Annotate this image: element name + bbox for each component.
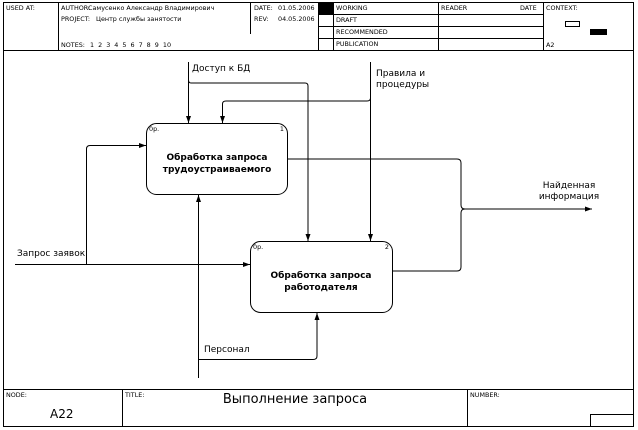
activity-box-1-border [146, 123, 288, 195]
arrow-staff-to-box2 [198, 313, 320, 360]
activity-box-1[interactable]: 0р. 1 Обработка запроса трудоустраиваемо… [147, 124, 287, 194]
notes-label: NOTES: [61, 41, 85, 49]
arrow-box2-output-join [392, 208, 466, 272]
rev-label: REV: [254, 15, 269, 23]
arrow-db-to-box2 [188, 79, 311, 241]
reader-label: READER [441, 4, 468, 12]
diagram-title: Выполнение запроса [222, 392, 368, 407]
context-box-outline [565, 21, 580, 27]
reader-date-label: DATE [520, 4, 537, 12]
activity-box-2[interactable]: 0р. 2 Обработка запроса работодателя [251, 242, 392, 312]
notes-value: 1 2 3 4 5 6 7 8 9 10 [90, 41, 172, 49]
author-label: AUTHOR: [61, 4, 91, 12]
author-value: Самусенко Александр Владимирович [88, 4, 215, 12]
project-value: Центр службы занятости [96, 15, 182, 23]
arrow-label-found-info: Найденная информация [538, 181, 600, 202]
page-frame [3, 2, 634, 427]
status-publication: PUBLICATION [336, 40, 379, 48]
arrow-requests-to-box1 [86, 143, 146, 264]
date-label: DATE: [254, 4, 273, 12]
date-value: 01.05.2006 [278, 4, 315, 12]
used-at-label: USED AT: [6, 4, 35, 12]
arrow-label-staff: Персонал [204, 345, 250, 355]
activity-box-2-border [250, 241, 393, 313]
number-label: NUMBER: [470, 391, 500, 399]
box-1-number: 1 [279, 125, 284, 133]
context-label: CONTEXT: [546, 4, 578, 12]
box-2-tag: 0р. [253, 243, 264, 251]
box-1-tag: 0р. [149, 125, 160, 133]
context-box-filled [590, 29, 607, 35]
arrow-label-requests: Запрос заявок [17, 249, 86, 259]
project-label: PROJECT: [61, 15, 91, 23]
arrow-rules-to-box1 [220, 97, 371, 123]
box-2-number: 2 [384, 243, 389, 251]
node-label: NODE: [6, 391, 27, 399]
arrow-label-db-access: Доступ к БД [192, 64, 251, 74]
arrow-label-rules: Правила и процедуры [376, 69, 430, 90]
box-2-title: Обработка запроса работодателя [270, 271, 372, 293]
status-working: WORKING [336, 4, 368, 12]
rev-value: 04.05.2006 [278, 15, 315, 23]
context-node: A2 [546, 41, 555, 49]
title-label: TITLE: [125, 391, 145, 399]
node-value: A22 [50, 407, 74, 421]
status-draft: DRAFT [336, 16, 357, 24]
status-recommended: RECOMMENDED [336, 28, 388, 36]
box-1-title: Обработка запроса трудоустраиваемого [162, 153, 272, 175]
working-status-marker [318, 3, 333, 14]
